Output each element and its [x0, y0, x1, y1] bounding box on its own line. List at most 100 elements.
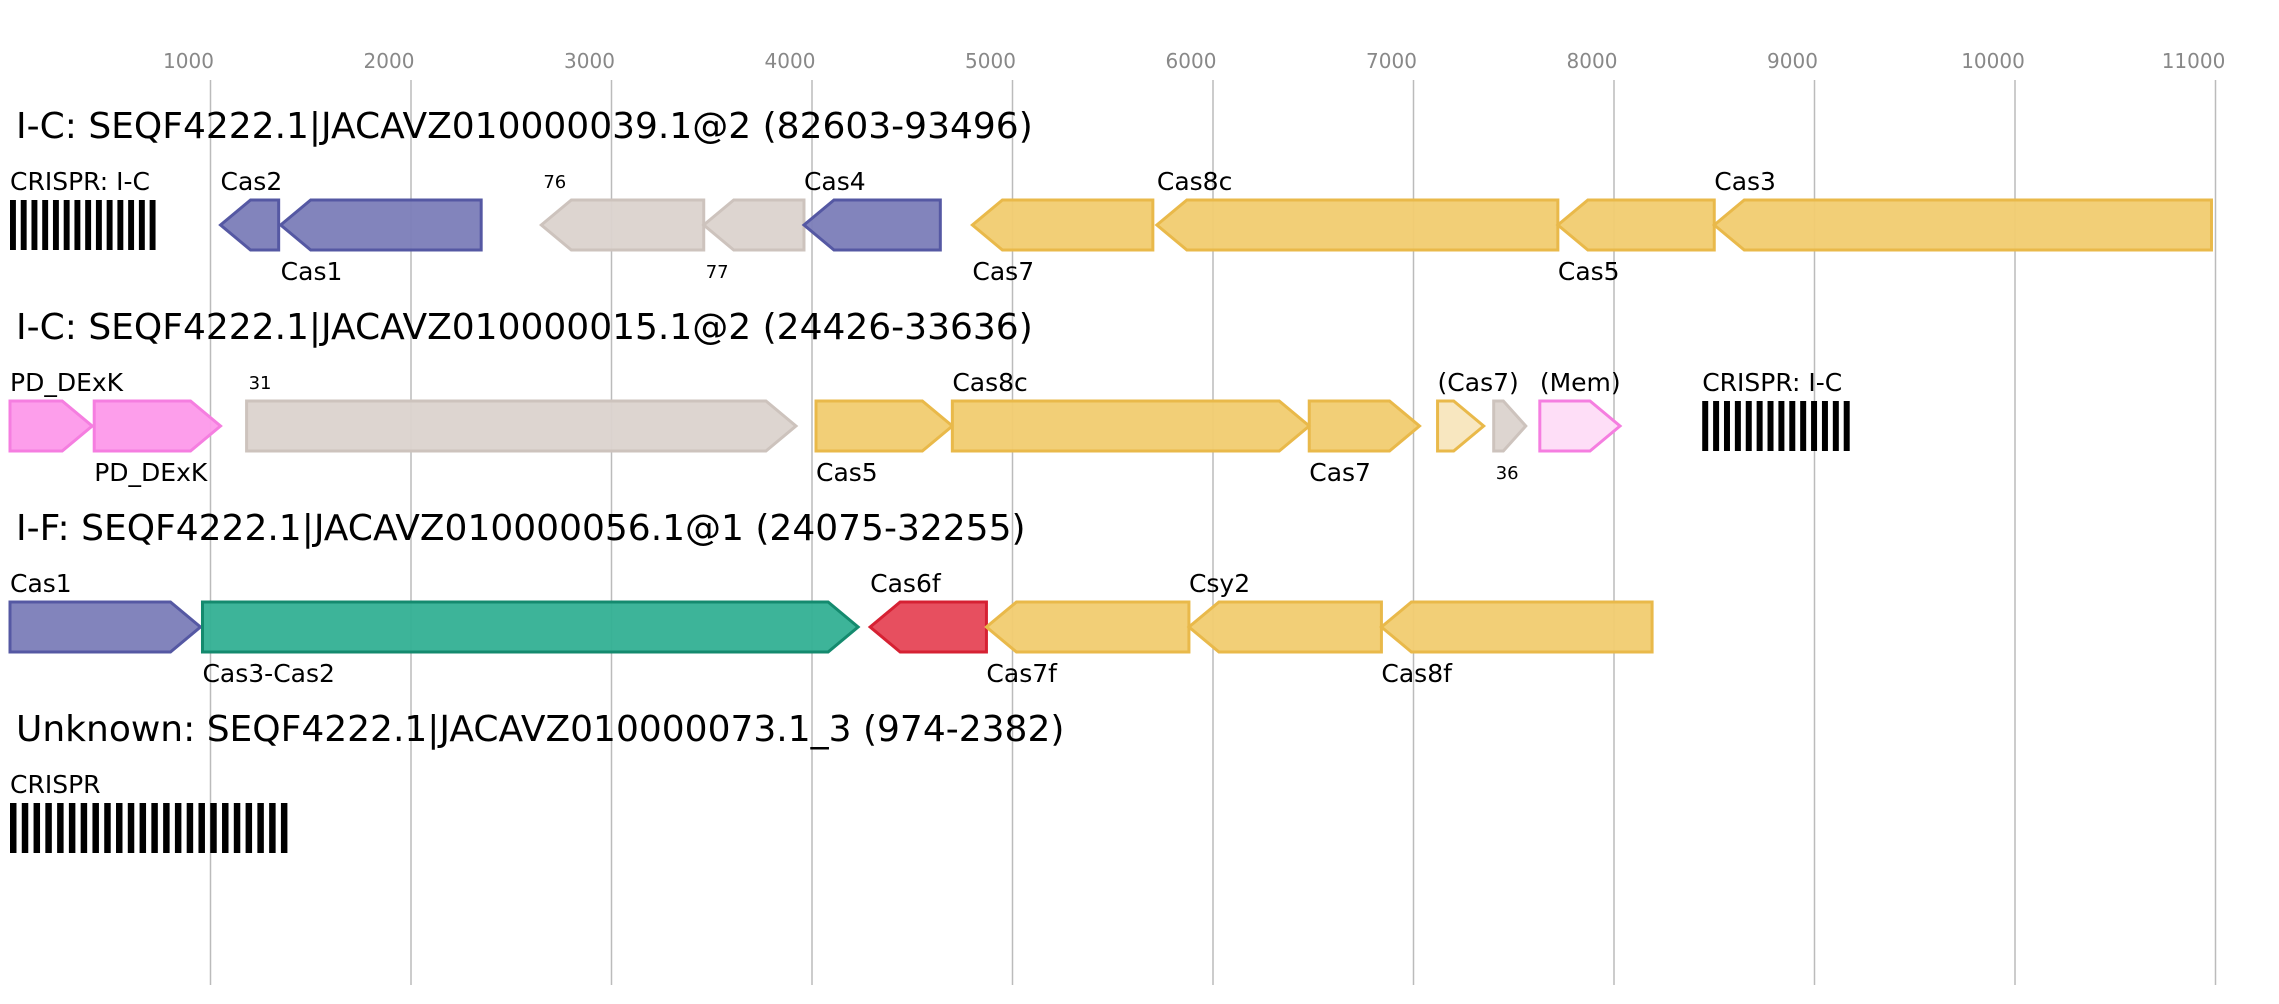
- gene-arrow-cas6f: [867, 600, 988, 654]
- crispr-repeat: [222, 803, 229, 853]
- locus-track: Unknown: SEQF4222.1|JACAVZ010000073.1_3 …: [10, 709, 1064, 853]
- crispr-repeat: [1843, 401, 1850, 451]
- crispr-repeat: [92, 803, 99, 853]
- crispr-repeat: [233, 803, 241, 853]
- gene-label: Cas3-Cas2: [202, 659, 334, 688]
- crispr-repeat: [10, 200, 16, 250]
- gene-arrow-pd-dexk: [8, 399, 95, 453]
- gene-label: Cas7: [1309, 458, 1371, 487]
- crispr-repeat: [10, 803, 17, 853]
- axis-tick-label: 10000: [1961, 49, 2025, 73]
- gene-arrow-cas8f: [1379, 600, 1654, 654]
- axis-tick-label: 11000: [2162, 49, 2226, 73]
- locus-track: I-F: SEQF4222.1|JACAVZ010000056.1@1 (240…: [8, 508, 1654, 688]
- axis-tick-label: 3000: [564, 49, 615, 73]
- crispr-repeat: [104, 803, 111, 853]
- gene-label: Cas8c: [952, 368, 1027, 397]
- crispr-array: [10, 200, 156, 250]
- crispr-repeat: [31, 200, 38, 250]
- crispr-repeat: [210, 803, 217, 853]
- gene-label: (Cas7): [1438, 368, 1519, 397]
- crispr-repeat: [1756, 401, 1763, 451]
- crispr-repeat: [117, 200, 124, 250]
- axis-tick-label: 7000: [1366, 49, 1417, 73]
- gene-label: Cas3: [1714, 167, 1776, 196]
- crispr-repeat: [174, 803, 182, 853]
- gene-arrow-cas7: [970, 198, 1155, 252]
- crispr-repeat: [163, 803, 170, 853]
- crispr-repeat: [52, 200, 59, 250]
- crispr-repeat: [1778, 401, 1785, 451]
- crispr-repeat: [63, 200, 70, 250]
- gene-arrow-cas8c: [1154, 198, 1560, 252]
- gene-label: Cas1: [281, 257, 343, 286]
- crispr-array: [10, 803, 288, 853]
- gene-arrow-31: [245, 399, 799, 453]
- crispr-repeat: [127, 803, 135, 853]
- locus-title: Unknown: SEQF4222.1|JACAVZ010000073.1_3 …: [16, 709, 1064, 750]
- crispr-label: CRISPR: I-C: [10, 167, 150, 196]
- locus-title: I-C: SEQF4222.1|JACAVZ010000039.1@2 (826…: [16, 106, 1033, 147]
- crispr-repeat: [116, 803, 123, 853]
- axis-tick-label: 5000: [965, 49, 1016, 73]
- locus-title: I-C: SEQF4222.1|JACAVZ010000015.1@2 (244…: [16, 307, 1033, 348]
- crispr-repeat: [1723, 401, 1730, 451]
- gene-label: Cas7f: [986, 659, 1058, 688]
- axis-tick-label: 1000: [163, 49, 214, 73]
- gene-label: 31: [249, 373, 272, 394]
- gene-label: PD_DExK: [94, 458, 208, 487]
- crispr-repeat: [80, 803, 88, 853]
- crispr-repeat: [21, 803, 29, 853]
- crispr-repeat: [106, 200, 113, 250]
- crispr-repeat: [57, 803, 64, 853]
- gene-arrow-csy2: [1186, 600, 1383, 654]
- gene-arrow-76: [538, 198, 706, 252]
- gene-label: Cas5: [1558, 257, 1620, 286]
- axis-tick-label: 8000: [1567, 49, 1618, 73]
- gene-arrow-cas7: [1436, 399, 1487, 453]
- gene-arrow-cas5: [1555, 198, 1716, 252]
- gene-arrow-cas4: [801, 198, 942, 252]
- crispr-repeat: [1745, 401, 1752, 451]
- gene-label: PD_DExK: [10, 368, 124, 397]
- crispr-repeat: [33, 803, 41, 853]
- gene-label: Cas6f: [870, 569, 942, 598]
- crispr-label: CRISPR: [10, 770, 101, 799]
- gene-label: 76: [543, 172, 566, 193]
- gene-arrow-cas3-cas2: [200, 600, 861, 654]
- crispr-repeat: [1811, 401, 1818, 451]
- crispr-repeat: [139, 803, 147, 853]
- crispr-repeat: [74, 200, 81, 250]
- gene-arrow-77: [701, 198, 806, 252]
- gene-label: 36: [1496, 463, 1519, 484]
- crispr-repeat: [1789, 401, 1796, 451]
- gene-label: 77: [706, 262, 729, 283]
- crispr-repeat: [1821, 401, 1828, 451]
- crispr-repeat: [257, 803, 264, 853]
- gene-arrow-cas1: [278, 198, 483, 252]
- gene-arrow-cas3: [1711, 198, 2213, 252]
- crispr-repeat: [245, 803, 253, 853]
- gene-arrow-cas2: [218, 198, 281, 252]
- gene-label: Cas1: [10, 569, 72, 598]
- crispr-repeat: [45, 803, 52, 853]
- crispr-repeat: [1800, 401, 1807, 451]
- crispr-repeat: [1734, 401, 1741, 451]
- crispr-repeat: [42, 200, 49, 250]
- axis-tick-label: 2000: [364, 49, 415, 73]
- locus-title: I-F: SEQF4222.1|JACAVZ010000056.1@1 (240…: [16, 508, 1026, 549]
- gene-arrow-cas1: [8, 600, 203, 654]
- gene-label: (Mem): [1540, 368, 1621, 397]
- gene-arrow-cas7: [1307, 399, 1422, 453]
- gene-arrow-mem: [1538, 399, 1623, 453]
- crispr-repeat: [280, 803, 288, 853]
- crispr-label: CRISPR: I-C: [1702, 368, 1842, 397]
- crispr-repeat: [1713, 401, 1720, 451]
- gene-arrow-36: [1492, 399, 1528, 453]
- gene-arrow-cas7f: [984, 600, 1191, 654]
- crispr-repeat: [149, 200, 156, 250]
- locus-track: I-C: SEQF4222.1|JACAVZ010000015.1@2 (244…: [8, 307, 1850, 487]
- gene-arrow-cas8c: [950, 399, 1312, 453]
